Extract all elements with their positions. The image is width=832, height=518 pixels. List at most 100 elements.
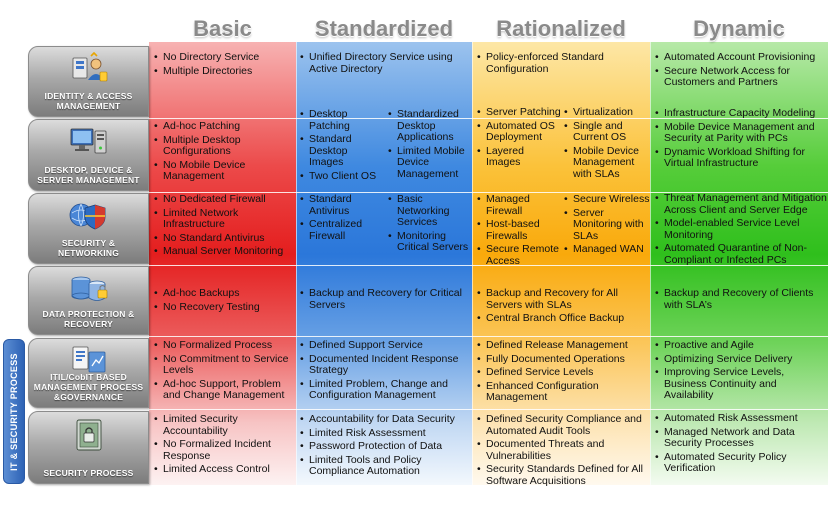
list-item: No Recovery Testing	[154, 301, 294, 314]
column-header-rationalized: Rationalized	[496, 16, 626, 41]
cell-security-standardized-right: Basic Networking Services Monitoring Cri…	[388, 193, 472, 256]
cell-desktop-rationalized-right: Virtualization Single and Current OS Mob…	[564, 106, 650, 182]
list-item: Limited Risk Assessment	[300, 427, 472, 440]
list-item: Accountability for Data Security	[300, 413, 472, 426]
cell-security-standardized-left: Standard Antivirus Centralized Firewall	[300, 193, 384, 244]
cell-data-basic: Ad-hoc Backups No Recovery Testing	[154, 287, 294, 315]
list-item: Manual Server Monitoring	[154, 245, 294, 258]
cell-secproc-dynamic: Automated Risk Assessment Managed Networ…	[655, 412, 827, 477]
row-divider	[149, 336, 828, 337]
list-item: Threat Management and Mitigation Across …	[655, 192, 827, 216]
list-item: No Standard Antivirus	[154, 232, 294, 245]
cell-secproc-basic: Limited Security Accountability No Forma…	[154, 413, 296, 478]
list-item: Mobile Device Management with SLAs	[564, 145, 650, 181]
cell-desktop-basic: Ad-hoc Patching Multiple Desktop Configu…	[154, 120, 294, 185]
cell-data-rationalized: Backup and Recovery for All Servers with…	[477, 287, 647, 327]
list-item: Defined Security Compliance and Automate…	[477, 413, 649, 437]
list-item: Managed WAN	[564, 243, 650, 256]
list-item: Managed Network and Data Security Proces…	[655, 426, 827, 450]
list-item: Desktop Patching	[300, 108, 384, 132]
list-item: Documented Incident Response Strategy	[300, 353, 472, 377]
list-item: Defined Support Service	[300, 339, 472, 352]
cell-security-basic: No Dedicated Firewall Limited Network In…	[154, 193, 294, 260]
list-item: Defined Release Management	[477, 339, 649, 352]
list-item: Multiple Directories	[154, 65, 294, 78]
list-item: Managed Firewall	[477, 193, 561, 217]
list-item: Optimizing Service Delivery	[655, 353, 827, 366]
identity-access-icon	[67, 51, 111, 91]
list-item: No Commitment to Service Levels	[154, 353, 296, 377]
list-item: Two Client OS	[300, 170, 384, 183]
list-item: No Formalized Incident Response	[154, 438, 296, 462]
list-item: No Dedicated Firewall	[154, 193, 294, 206]
cell-desktop-rationalized-left: Server Patching Automated OS Deployment …	[477, 106, 561, 171]
list-item: Layered Images	[477, 145, 561, 169]
list-item: Policy-enforced Standard Configuration	[477, 51, 647, 75]
column-header-standardized: Standardized	[314, 16, 454, 41]
list-item: Infrastructure Capacity Modeling	[655, 107, 827, 120]
list-item: Monitoring Critical Servers	[388, 230, 472, 254]
security-lock-icon	[69, 417, 109, 458]
list-item: Ad-hoc Patching	[154, 120, 294, 133]
list-item: Automated Security Policy Verification	[655, 451, 827, 475]
row-label-identity-access: IDENTITY & ACCESS MANAGEMENT	[28, 46, 149, 117]
cell-secproc-standardized: Accountability for Data Security Limited…	[300, 413, 472, 480]
cell-identity-rationalized: Policy-enforced Standard Configuration	[477, 51, 647, 77]
list-item: Automated Quarantine of Non-Compliant or…	[655, 242, 827, 266]
list-item: Improving Service Levels, Business Conti…	[655, 366, 827, 402]
list-item: No Formalized Process	[154, 339, 296, 352]
list-item: Backup and Recovery for All Servers with…	[477, 287, 647, 311]
list-item: Virtualization	[564, 106, 650, 119]
list-item: Unified Directory Service using Active D…	[300, 51, 470, 75]
list-item: Secure Remote Access	[477, 243, 561, 267]
desktop-server-icon	[67, 125, 111, 164]
cell-identity-standardized: Unified Directory Service using Active D…	[300, 51, 470, 77]
list-item: Central Branch Office Backup	[477, 312, 647, 325]
list-item: Ad-hoc Support, Problem and Change Manag…	[154, 378, 296, 402]
row-label-security-networking: SECURITY & NETWORKING	[28, 193, 149, 264]
basic-column-band	[149, 42, 296, 485]
list-item: Standardized Desktop Applications	[388, 108, 472, 144]
row-divider	[149, 118, 828, 119]
cell-secproc-rationalized: Defined Security Compliance and Automate…	[477, 413, 649, 489]
list-item: Proactive and Agile	[655, 339, 827, 352]
cell-security-dynamic: Threat Management and Mitigation Across …	[655, 192, 827, 268]
list-item: Fully Documented Operations	[477, 353, 649, 366]
itil-process-icon	[67, 344, 111, 381]
cell-data-dynamic: Backup and Recovery of Clients with SLA’…	[655, 287, 827, 313]
list-item: Server Monitoring with SLAs	[564, 207, 650, 243]
row-label-security-process: SECURITY PROCESS	[28, 411, 149, 484]
list-item: Automated Account Provisioning	[655, 51, 827, 64]
data-protection-icon	[67, 272, 111, 311]
list-item: Backup and Recovery of Clients with SLA’…	[655, 287, 827, 311]
column-divider	[650, 42, 651, 485]
column-divider	[296, 42, 297, 485]
list-item: Mobile Device Management and Security at…	[655, 121, 827, 145]
list-item: Limited Network Infrastructure	[154, 207, 294, 231]
cell-itil-standardized: Defined Support Service Documented Incid…	[300, 339, 472, 404]
list-item: Automated Risk Assessment	[655, 412, 827, 425]
cell-desktop-dynamic: Infrastructure Capacity Modeling Mobile …	[655, 107, 827, 172]
list-item: No Mobile Device Management	[154, 159, 294, 183]
list-item: Defined Service Levels	[477, 366, 649, 379]
row-label-data-protection: DATA PROTECTION & RECOVERY	[28, 266, 149, 335]
list-item: Centralized Firewall	[300, 218, 384, 242]
column-header-dynamic: Dynamic	[693, 16, 785, 41]
list-item: Password Protection of Data	[300, 440, 472, 453]
it-security-process-sidebar: IT & SECURITY PROCESS	[3, 339, 25, 484]
security-shield-icon	[67, 199, 111, 238]
list-item: Standard Antivirus	[300, 193, 384, 217]
list-item: Standard Desktop Images	[300, 133, 384, 169]
sidebar-label: IT & SECURITY PROCESS	[9, 352, 19, 471]
cell-itil-basic: No Formalized Process No Commitment to S…	[154, 339, 296, 404]
list-item: Documented Threats and Vulnerabilities	[477, 438, 649, 462]
list-item: Multiple Desktop Configurations	[154, 134, 294, 158]
cell-data-standardized: Backup and Recovery for Critical Servers	[300, 287, 470, 313]
row-label-desktop-server: DESKTOP, DEVICE & SERVER MANAGEMENT	[28, 119, 149, 191]
list-item: Backup and Recovery for Critical Servers	[300, 287, 470, 311]
list-item: Single and Current OS	[564, 120, 650, 144]
column-header-basic: Basic	[193, 16, 252, 41]
list-item: Ad-hoc Backups	[154, 287, 294, 300]
cell-security-rationalized-right: Secure Wireless Server Monitoring with S…	[564, 193, 650, 258]
